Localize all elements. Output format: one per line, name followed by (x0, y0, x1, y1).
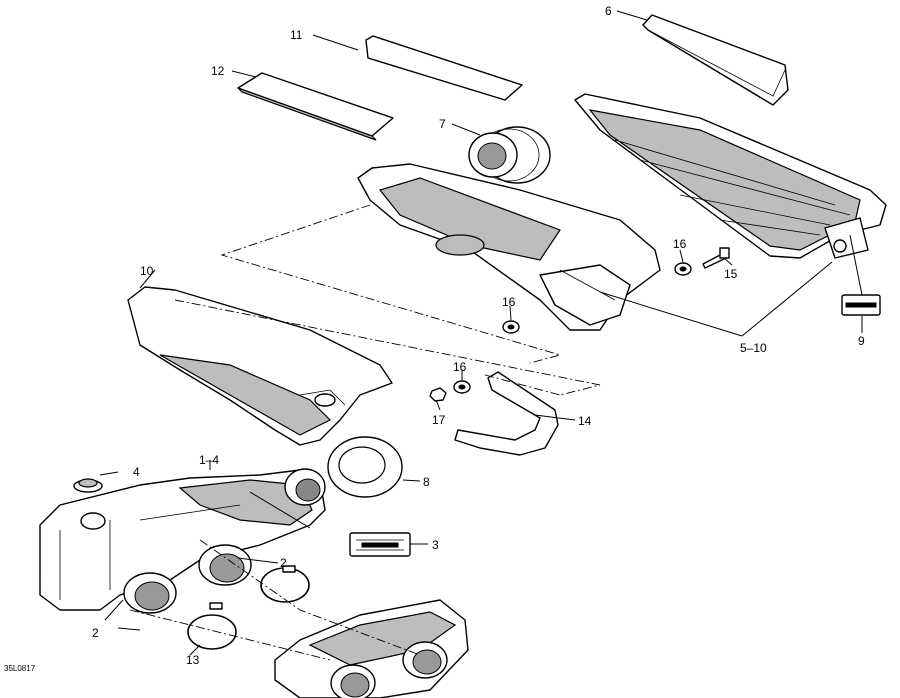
part-4-grommet (73, 478, 103, 493)
callout-14: 14 (578, 414, 592, 428)
callout-4: 4 (133, 465, 140, 479)
airbox-assembly (39, 468, 326, 614)
part-7-rubber-sleeve (468, 126, 551, 184)
callout-10: 10 (140, 264, 154, 278)
callout-11: 11 (290, 28, 303, 42)
callout-2-left: 2 (92, 626, 99, 640)
callout-3: 3 (432, 538, 439, 552)
part-8-gasket (327, 436, 403, 498)
hardware-fasteners (429, 247, 730, 402)
callout-15: 15 (724, 267, 738, 281)
callout-9: 9 (858, 334, 865, 348)
engine-block (274, 599, 469, 698)
callout-7: 7 (439, 117, 446, 131)
callout-labels: 11 12 6 7 10 16 15 16 5–10 9 16 17 14 8 … (4, 4, 865, 673)
part-2-clamps (187, 565, 310, 650)
callout-17: 17 (432, 413, 446, 427)
part-14-bracket (454, 371, 559, 456)
callout-5-10: 5–10 (740, 341, 767, 355)
drawing-code: 35L0817 (4, 664, 36, 673)
part-3-label (349, 532, 411, 557)
part-6-foam-strip (642, 14, 789, 106)
callout-8: 8 (423, 475, 430, 489)
callout-12: 12 (211, 64, 225, 78)
leader-lines (99, 10, 863, 656)
part-9-label (841, 294, 881, 316)
silencer-cover (574, 93, 887, 259)
part-10-lower-shell (127, 286, 393, 446)
silencer-body-upper (357, 163, 661, 331)
callout-16-top: 16 (673, 237, 687, 251)
alignment-lines (129, 204, 601, 661)
callout-13: 13 (186, 653, 200, 667)
callout-2-right: 2 (280, 556, 287, 570)
part-12-foam-strip (237, 72, 394, 141)
callout-16-lower: 16 (453, 360, 467, 374)
callout-1-4: 1–4 (199, 453, 219, 467)
callout-6: 6 (605, 4, 612, 18)
callout-16-middle: 16 (502, 295, 516, 309)
part-11-foam-strip (365, 35, 523, 101)
